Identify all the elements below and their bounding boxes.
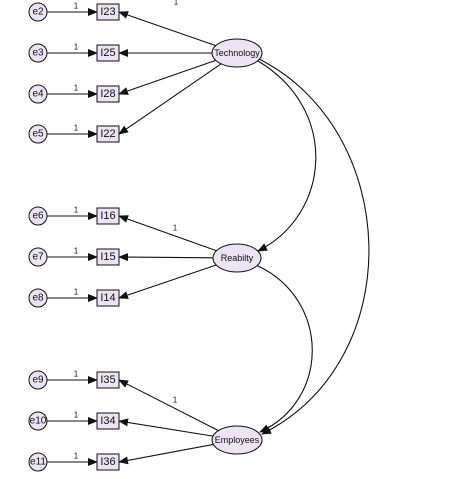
item-box-i23: [96, 3, 120, 21]
error-label-e3: e3: [32, 48, 44, 59]
error-label-e6: e6: [32, 211, 44, 222]
error-weight-e11: 1: [74, 452, 79, 461]
loading-path-i28: [118, 59, 216, 95]
error-node-e4: [28, 84, 48, 104]
item-box-i15: [96, 248, 120, 266]
error-weight-e5: 1: [74, 124, 79, 133]
covariance-arc-reabilty-employees: [248, 258, 313, 433]
labels-layer: e2 I23 1 1 e3 I25 1 e4 I28 1 e5 I22 1 e6 I16 1 1 e7 I15 1 e8…: [30, 0, 261, 468]
item-label-i15: I15: [100, 251, 115, 263]
item-label-i16: I16: [100, 210, 115, 222]
error-weight-e8: 1: [74, 288, 79, 297]
loading-path-i14: [118, 264, 217, 299]
latent-label-technology: Technology: [214, 48, 260, 58]
error-weight-e10: 1: [74, 411, 79, 420]
loading-weight-i16: 1: [173, 224, 178, 233]
latent-node-technology: [211, 38, 263, 68]
item-box-i25: [96, 44, 120, 62]
error-node-e11: [28, 452, 48, 472]
error-label-e8: e8: [32, 293, 44, 304]
item-label-i34: I34: [100, 415, 115, 427]
loading-weight-i23: 1: [174, 0, 179, 7]
error-label-e9: e9: [32, 375, 44, 386]
error-node-e7: [28, 247, 48, 267]
loading-path-i36: [118, 443, 214, 465]
nodes-layer: [28, 2, 263, 472]
error-label-e4: e4: [32, 89, 44, 100]
error-weight-e4: 1: [74, 84, 79, 93]
error-weight-e2: 1: [74, 2, 79, 11]
loading-path-i22: [118, 63, 222, 135]
item-label-i14: I14: [100, 292, 115, 304]
item-box-i22: [96, 125, 120, 143]
loading-path-i16: [118, 215, 217, 252]
loading-path-i15: [118, 253, 214, 262]
loading-path-i34: [118, 418, 214, 437]
error-node-e10: [28, 411, 48, 431]
latent-node-employees: [211, 425, 263, 455]
item-label-i35: I35: [100, 374, 115, 386]
error-weight-e3: 1: [74, 43, 79, 52]
item-label-i25: I25: [100, 47, 115, 59]
error-weight-e7: 1: [74, 247, 79, 256]
covariance-arc-technology-reabilty: [248, 52, 317, 252]
item-box-i35: [96, 371, 120, 389]
error-label-e10: e10: [30, 416, 47, 427]
item-label-i28: I28: [100, 88, 115, 100]
paths-layer: [47, 8, 370, 466]
item-box-i28: [96, 85, 120, 103]
item-box-i36: [96, 453, 120, 471]
loading-path-i35: [118, 379, 219, 432]
error-weight-e6: 1: [74, 206, 79, 215]
error-node-e3: [28, 43, 48, 63]
item-label-i23: I23: [100, 6, 115, 18]
loading-path-i23: [118, 11, 216, 47]
latent-label-employees: Employees: [215, 435, 260, 445]
item-box-i34: [96, 412, 120, 430]
loading-weight-i35: 1: [173, 396, 178, 405]
item-box-i14: [96, 289, 120, 307]
covariance-arc-technology-employees: [249, 51, 370, 435]
error-node-e9: [28, 370, 48, 390]
error-node-e6: [28, 206, 48, 226]
error-label-e2: e2: [32, 7, 44, 18]
error-label-e11: e11: [30, 457, 46, 468]
error-node-e5: [28, 124, 48, 144]
error-node-e2: [28, 2, 48, 22]
error-weight-e9: 1: [74, 370, 79, 379]
item-label-i36: I36: [100, 456, 115, 468]
error-node-e8: [28, 288, 48, 308]
item-label-i22: I22: [100, 128, 115, 140]
error-label-e7: e7: [32, 252, 44, 263]
latent-node-reabilty: [212, 243, 262, 273]
item-box-i16: [96, 207, 120, 225]
latent-label-reabilty: Reabilty: [221, 253, 254, 263]
error-label-e5: e5: [32, 129, 44, 140]
